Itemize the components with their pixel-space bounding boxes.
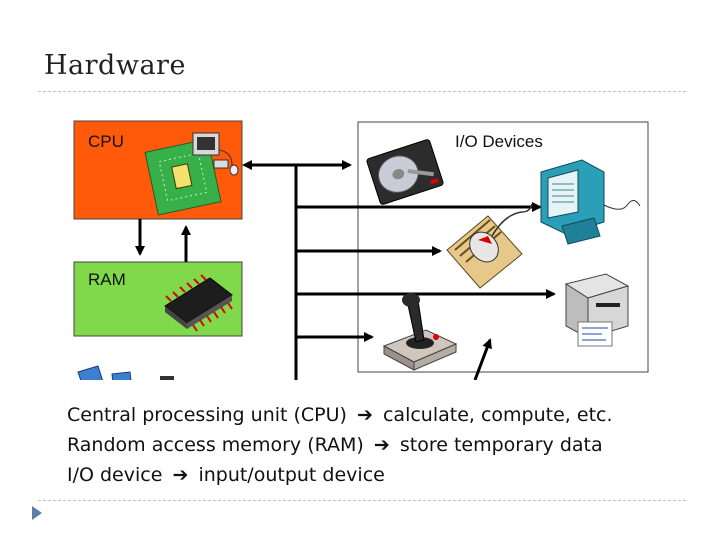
title-divider (38, 91, 686, 92)
cpu-label: CPU (88, 132, 124, 151)
joystick-icon (382, 293, 458, 371)
slide-title: Hardware (44, 50, 186, 81)
cpu-chip-icon (144, 138, 222, 216)
caption-desc: calculate, compute, etc. (382, 404, 613, 426)
monitor-icon (540, 159, 641, 245)
caption-desc: input/output device (198, 464, 385, 486)
caption-block: Central processing unit (CPU) ➔ calculat… (67, 400, 613, 490)
ram-box (73, 261, 243, 337)
computer-icon (192, 132, 239, 176)
hardware-diagram: CPU RAM (73, 120, 649, 380)
hard-disk-icon (366, 139, 444, 205)
triangle-bullet-icon (32, 506, 42, 520)
printer-icon (564, 273, 630, 347)
right-arrow-icon: ➔ (172, 464, 189, 486)
caption-line-ram: Random access memory (RAM) ➔ store tempo… (67, 430, 613, 460)
footer-divider (38, 500, 686, 501)
ram-label: RAM (88, 270, 126, 289)
right-arrow-icon: ➔ (357, 404, 373, 426)
caption-line-io: I/O device ➔ input/output device (67, 460, 613, 490)
memory-chip-icon (164, 274, 233, 332)
caption-desc: store temporary data (399, 434, 603, 456)
io-extra-arrow (473, 338, 492, 380)
floppy-disk-icon (77, 365, 174, 380)
caption-term: Central processing unit (CPU) (67, 404, 347, 426)
mouse-icon (446, 203, 533, 289)
caption-term: I/O device (67, 464, 163, 486)
right-arrow-icon: ➔ (373, 434, 390, 456)
io-devices-label: I/O Devices (455, 132, 543, 151)
caption-line-cpu: Central processing unit (CPU) ➔ calculat… (67, 400, 613, 430)
caption-term: Random access memory (RAM) (67, 434, 364, 456)
